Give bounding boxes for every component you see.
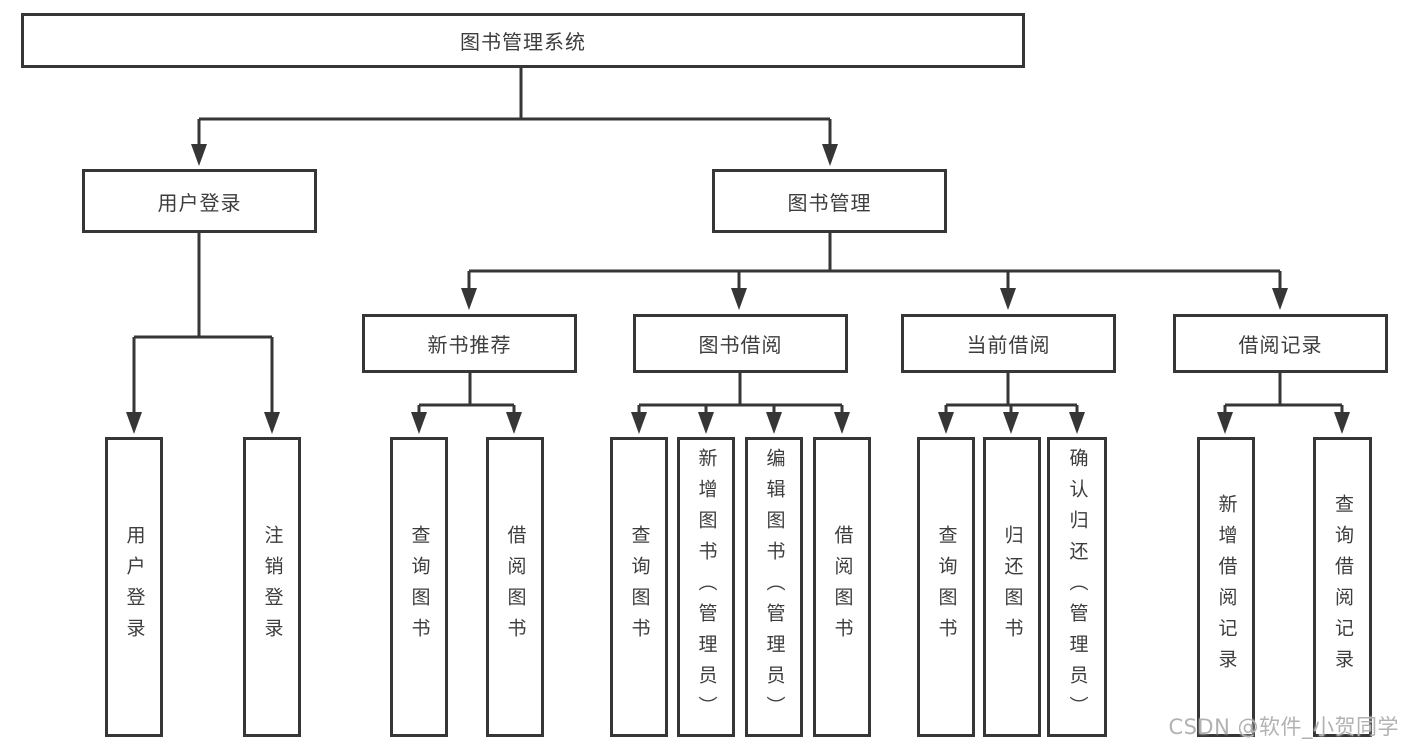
arrowhead-icon — [126, 412, 142, 434]
leaf-label: 归还图书 — [1001, 525, 1024, 649]
leaf-query-books-borrow: 查询图书 — [610, 437, 668, 737]
arrowhead-icon — [1069, 412, 1085, 434]
arrowhead-icon — [766, 412, 782, 434]
node-root-system: 图书管理系统 — [21, 13, 1025, 68]
arrowhead-icon — [822, 144, 838, 166]
arrowhead-icon — [698, 412, 714, 434]
node-label: 图书借阅 — [698, 333, 783, 357]
arrowhead-icon — [411, 412, 427, 434]
arrowhead-icon — [191, 144, 207, 166]
leaf-borrow-books-recommend: 借阅图书 — [486, 437, 544, 737]
arrowhead-icon — [938, 412, 954, 434]
node-new-book-recommend: 新书推荐 — [362, 314, 577, 373]
leaf-label: 查询借阅记录 — [1332, 494, 1354, 680]
csdn-watermark: CSDN @软件_小贺同学 — [1168, 715, 1399, 739]
leaf-label: 借阅图书 — [831, 525, 854, 649]
arrowhead-icon — [731, 288, 747, 310]
connector-lines — [132, 68, 1344, 414]
leaf-label: 注销登录 — [261, 525, 284, 649]
arrowhead-icon — [1334, 412, 1350, 434]
node-label: 图书管理 — [787, 190, 872, 215]
arrowhead-icon — [264, 412, 280, 434]
node-user-login: 用户登录 — [82, 169, 317, 233]
node-label: 用户登录 — [157, 190, 242, 215]
arrowhead-icon — [1272, 288, 1288, 310]
node-label: 图书管理系统 — [460, 30, 586, 54]
arrowhead-icon — [834, 412, 850, 434]
arrowhead-icon — [1003, 412, 1019, 434]
leaf-user-login: 用户登录 — [105, 437, 163, 737]
leaf-edit-book-admin: 编辑图书（管理员） — [745, 437, 803, 737]
node-label: 新书推荐 — [427, 333, 512, 357]
leaf-label: 查询图书 — [408, 525, 431, 649]
leaf-query-borrow-record: 查询借阅记录 — [1313, 437, 1372, 737]
node-label: 当前借阅 — [966, 333, 1051, 357]
arrowhead-icon — [631, 412, 647, 434]
leaf-label: 借阅图书 — [504, 525, 527, 649]
node-book-borrowing: 图书借阅 — [633, 314, 848, 373]
arrowhead-icons — [126, 144, 1350, 434]
leaf-query-books-recommend: 查询图书 — [390, 437, 448, 737]
leaf-label: 确认归还（管理员） — [1066, 447, 1089, 727]
leaf-label: 查询图书 — [935, 525, 958, 649]
arrowhead-icon — [1000, 288, 1016, 310]
leaf-add-book-admin: 新增图书（管理员） — [677, 437, 735, 737]
leaf-logout: 注销登录 — [243, 437, 301, 737]
leaf-label: 新增图书（管理员） — [695, 447, 718, 727]
node-book-management: 图书管理 — [712, 169, 947, 233]
arrowhead-icon — [506, 412, 522, 434]
node-label: 借阅记录 — [1238, 333, 1323, 357]
leaf-add-borrow-record: 新增借阅记录 — [1197, 437, 1255, 737]
leaf-borrow-books-borrow: 借阅图书 — [813, 437, 871, 737]
node-borrow-records: 借阅记录 — [1173, 314, 1388, 373]
leaf-label: 新增借阅记录 — [1215, 494, 1238, 680]
arrowhead-icon — [461, 288, 477, 310]
arrowhead-icon — [1217, 412, 1233, 434]
leaf-label: 编辑图书（管理员） — [763, 447, 786, 727]
leaf-label: 查询图书 — [628, 525, 651, 649]
leaf-confirm-return-admin: 确认归还（管理员） — [1047, 437, 1107, 737]
leaf-return-book: 归还图书 — [983, 437, 1041, 737]
leaf-label: 用户登录 — [123, 525, 146, 649]
leaf-query-books-current: 查询图书 — [917, 437, 975, 737]
node-current-borrowing: 当前借阅 — [901, 314, 1116, 373]
